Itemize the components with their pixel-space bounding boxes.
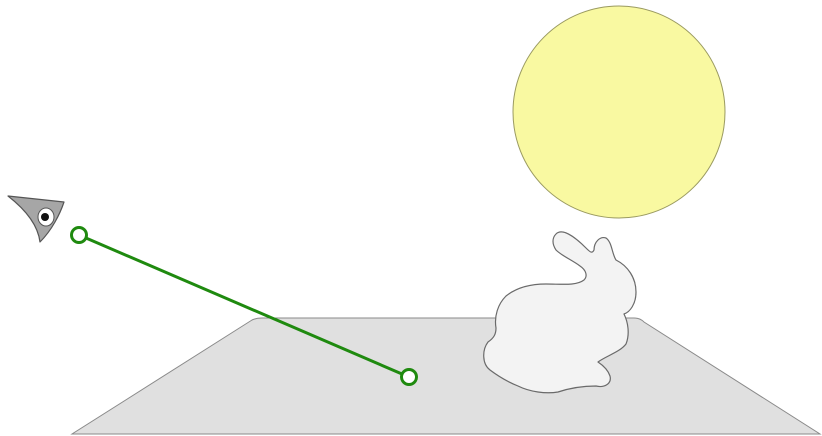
floor-plane [72,318,820,434]
light-source [513,6,725,218]
ray-origin-point [72,228,87,243]
eye-lid [8,196,64,242]
ray-hit-point [402,370,417,385]
eye-icon [8,196,64,242]
eye-pupil [41,213,49,221]
